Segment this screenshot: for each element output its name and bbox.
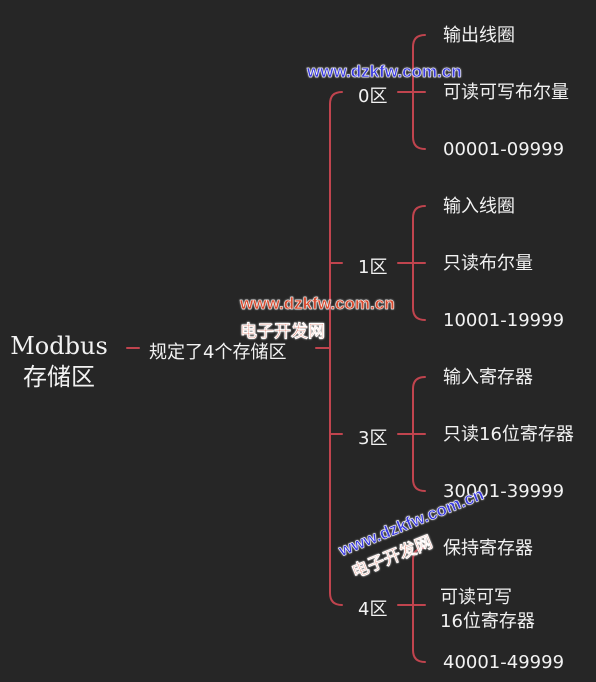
zone-0-label: 0区 <box>358 86 388 107</box>
zone-0-range: 00001-09999 <box>443 139 565 160</box>
zone-3-range: 30001-39999 <box>443 481 565 502</box>
zone-1-label: 1区 <box>358 257 388 278</box>
zone-4-label: 4区 <box>358 599 388 620</box>
main-bracket <box>329 91 343 606</box>
zone-0-access: 可读可写布尔量 <box>443 82 569 103</box>
root-node: Modbus 存储区 <box>4 331 114 393</box>
zone-3-type: 输入寄存器 <box>443 367 533 388</box>
zone-1-access: 只读布尔量 <box>443 253 533 274</box>
root-title: Modbus <box>10 332 108 360</box>
zone-1-type: 输入线圈 <box>443 196 515 217</box>
zone-4-access: 可读可写 16位寄存器 <box>440 587 535 632</box>
zone-4-range: 40001-49999 <box>443 652 565 673</box>
middle-node: 规定了4个存储区 <box>149 342 287 363</box>
zone-1-range: 10001-19999 <box>443 310 565 331</box>
zone-4-type: 保持寄存器 <box>443 538 533 559</box>
zone-0-type: 输出线圈 <box>443 25 515 46</box>
zone-3-access: 只读16位寄存器 <box>443 424 574 445</box>
root-subtitle: 存储区 <box>23 363 95 391</box>
zone-3-label: 3区 <box>358 428 388 449</box>
